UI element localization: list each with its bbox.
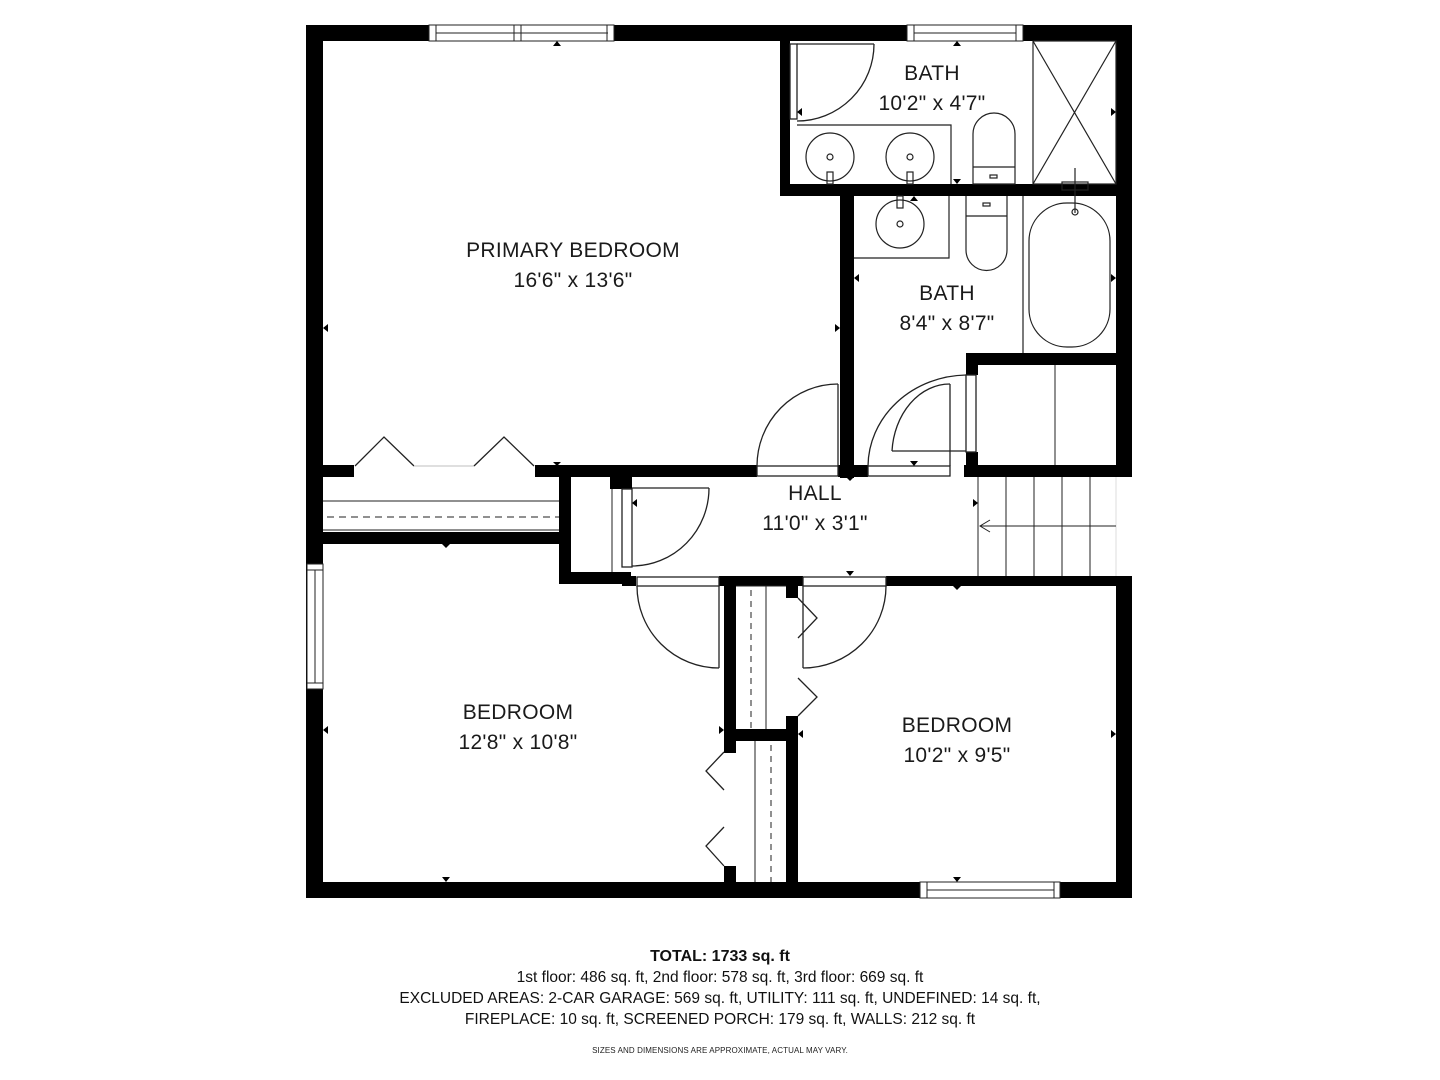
measure-markers: [323, 41, 1116, 882]
triangle-marker-icon: [323, 324, 328, 332]
triangle-marker-icon: [798, 730, 803, 738]
room-dimensions: 11'0" x 3'1": [762, 512, 868, 535]
toilet-icon: [965, 196, 1008, 272]
door-swing-icon: [802, 576, 887, 669]
window-icon: [919, 881, 1061, 899]
door-swing-icon: [636, 576, 720, 669]
closet-shelves: [323, 365, 1056, 882]
triangle-marker-icon: [719, 726, 724, 734]
triangle-marker-icon: [442, 544, 450, 548]
triangle-marker-icon: [973, 499, 978, 507]
triangle-marker-icon: [953, 586, 961, 590]
room-name: HALL: [788, 482, 842, 505]
room-dimensions: 10'2" x 4'7": [878, 92, 986, 115]
triangle-marker-icon: [632, 499, 637, 507]
triangle-marker-icon: [953, 41, 961, 46]
stairs-icon: [977, 477, 1117, 576]
triangle-marker-icon: [553, 41, 561, 46]
sink-icon: [885, 132, 935, 185]
total-area: TOTAL: 1733 sq. ft: [650, 948, 790, 965]
bifold-door-icon: [705, 751, 725, 867]
room-label-bath-2: BATH 8'4" x 8'7": [899, 279, 994, 339]
walls: [306, 25, 1132, 898]
room-label-bath-1: BATH 10'2" x 4'7": [878, 59, 985, 119]
triangle-marker-icon: [910, 461, 918, 466]
room-name: BEDROOM: [462, 701, 574, 724]
door-swing-icon: [789, 43, 875, 122]
excluded-areas-line-2: FIREPLACE: 10 sq. ft, SCREENED PORCH: 17…: [464, 1011, 976, 1028]
door-swing-icon: [867, 374, 977, 477]
doors: [621, 43, 977, 669]
triangle-marker-icon: [1111, 274, 1116, 282]
floor-areas: 1st floor: 486 sq. ft, 2nd floor: 578 sq…: [516, 969, 924, 986]
window-icon: [906, 24, 1024, 42]
toilet-icon: [972, 112, 1016, 185]
room-name: PRIMARY BEDROOM: [466, 239, 680, 262]
triangle-marker-icon: [323, 726, 328, 734]
triangle-marker-icon: [797, 108, 802, 116]
door-swing-icon: [621, 487, 710, 568]
room-label-bedroom-1: BEDROOM 12'8" x 10'8": [458, 698, 577, 758]
bath1-fixtures: [797, 40, 1117, 185]
room-label-primary-bedroom: PRIMARY BEDROOM 16'6" x 13'6": [466, 236, 680, 296]
window-icon: [428, 24, 615, 42]
triangle-marker-icon: [1111, 108, 1116, 116]
window-icon: [306, 563, 324, 690]
room-label-hall: HALL 11'0" x 3'1": [762, 479, 868, 539]
triangle-marker-icon: [953, 179, 961, 184]
disclaimer: SIZES AND DIMENSIONS ARE APPROXIMATE, AC…: [592, 1046, 848, 1055]
triangle-marker-icon: [553, 462, 561, 466]
triangle-marker-icon: [835, 324, 840, 332]
room-name: BEDROOM: [901, 714, 1013, 737]
bifold-door-icon: [354, 436, 535, 467]
bath2-fixtures: [854, 168, 1111, 353]
triangle-marker-icon: [846, 571, 854, 576]
sink-icon: [805, 132, 855, 185]
bathtub-icon: [1022, 168, 1111, 353]
shower-icon: [1032, 40, 1117, 185]
room-label-bedroom-2: BEDROOM 10'2" x 9'5": [902, 711, 1013, 771]
triangle-marker-icon: [846, 477, 854, 481]
triangle-marker-icon: [442, 877, 450, 882]
room-name: BATH: [904, 62, 960, 85]
vanity: [854, 196, 950, 259]
triangle-marker-icon: [910, 196, 918, 201]
triangle-marker-icon: [854, 274, 859, 282]
door-swing-icon: [756, 383, 839, 477]
room-dimensions: 8'4" x 8'7": [899, 312, 995, 335]
windows: [306, 24, 1061, 899]
bifold-doors: [354, 436, 818, 867]
room-dimensions: 12'8" x 10'8": [458, 731, 578, 754]
bifold-door-icon: [797, 597, 818, 717]
room-dimensions: 10'2" x 9'5": [903, 744, 1011, 767]
triangle-marker-icon: [1111, 730, 1116, 738]
vanity: [797, 124, 952, 184]
triangle-marker-icon: [953, 877, 961, 882]
sink-icon: [875, 195, 925, 249]
room-dimensions: 16'6" x 13'6": [513, 269, 633, 292]
room-name: BATH: [919, 282, 975, 305]
excluded-areas-line-1: EXCLUDED AREAS: 2-CAR GARAGE: 569 sq. ft…: [399, 990, 1041, 1007]
